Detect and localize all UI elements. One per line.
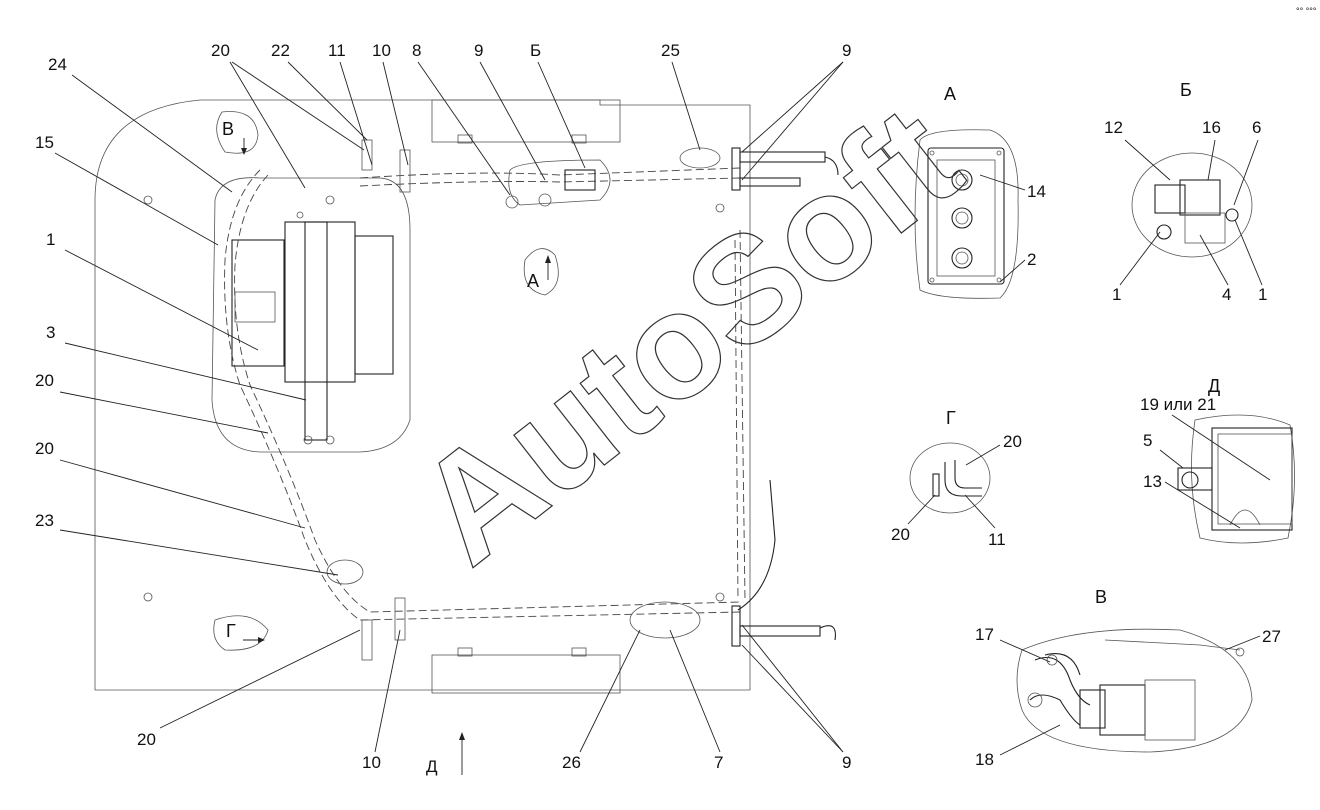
heater-body — [284, 221, 356, 383]
detail-view-d: Д 19 или 21 5 13 — [1140, 376, 1295, 544]
svg-text:AutoSoft: AutoSoft — [386, 73, 988, 595]
detail-g-title: Г — [946, 408, 956, 428]
detail-b-label-12: 12 — [1104, 118, 1123, 137]
callout-9-top-right: 9 — [842, 41, 851, 60]
view-marker-a: А — [527, 271, 539, 291]
detail-view-a: А 14 2 — [914, 84, 1046, 299]
detail-a-title: А — [944, 84, 956, 104]
callout-23: 23 — [35, 511, 54, 530]
callout-7: 7 — [714, 753, 723, 772]
hose-bundle — [224, 167, 746, 621]
hose-line-right — [737, 479, 776, 611]
view-marker-v-outline — [216, 111, 259, 154]
bottom-plate — [431, 654, 621, 694]
detail-b-title: Б — [1180, 80, 1192, 100]
callout-20-left: 20 — [35, 371, 54, 390]
callout-15: 15 — [35, 133, 54, 152]
callout-26: 26 — [562, 753, 581, 772]
detail-g-label-11: 11 — [988, 530, 1006, 549]
callout-20-left-2: 20 — [35, 439, 54, 458]
callout-8: 8 — [412, 41, 421, 60]
detail-d-label-5: 5 — [1143, 431, 1152, 450]
detail-view-v: В 17 27 18 — [975, 587, 1281, 769]
callout-20-bottom-left: 20 — [137, 730, 156, 749]
detail-v-label-17: 17 — [975, 625, 994, 644]
callout-24: 24 — [48, 55, 67, 74]
detail-d-label-19-or-21: 19 или 21 — [1140, 395, 1216, 414]
detail-view-g: Г 20 20 11 — [891, 408, 1022, 549]
callout-20: 20 — [211, 41, 230, 60]
detail-v-label-27: 27 — [1262, 627, 1281, 646]
detail-b-label-16: 16 — [1202, 118, 1221, 137]
callout-b: Б — [530, 41, 541, 60]
callout-25: 25 — [661, 41, 680, 60]
detail-d-title: Д — [1208, 376, 1220, 396]
floor-panel-outline — [94, 99, 751, 691]
callout-9: 9 — [474, 41, 483, 60]
view-marker-g: Г — [226, 621, 236, 641]
heater-duct — [304, 221, 328, 441]
detail-v-title: В — [1095, 587, 1107, 607]
callout-22: 22 — [271, 41, 290, 60]
detail-g-label-20-left: 20 — [891, 525, 910, 544]
detail-b-label-4: 4 — [1222, 285, 1231, 304]
callout-3: 3 — [46, 323, 55, 342]
detail-v-label-18: 18 — [975, 750, 994, 769]
callout-d: Д — [426, 757, 438, 776]
callouts: 24 20 22 11 10 8 9 Б 25 9 15 1 3 20 20 2… — [35, 41, 851, 776]
view-marker-v: В — [222, 119, 234, 139]
callout-9-bottom: 9 — [842, 753, 851, 772]
callout-10: 10 — [372, 41, 391, 60]
callout-11: 11 — [328, 41, 346, 60]
detail-view-b: Б 12 16 6 1 4 1 — [1104, 80, 1267, 304]
detail-a-label-14: 14 — [1027, 182, 1046, 201]
corner-mark: °° °°° — [1296, 6, 1317, 16]
detail-d-label-13: 13 — [1143, 472, 1162, 491]
heater-contour — [211, 177, 411, 453]
main-view: В А Г — [94, 99, 839, 775]
detail-a-label-2: 2 — [1027, 250, 1036, 269]
watermark: AutoSoft — [386, 72, 990, 595]
top-plate — [431, 99, 621, 143]
callout-10-bottom: 10 — [362, 753, 381, 772]
detail-b-label-6: 6 — [1252, 118, 1261, 137]
callout-1: 1 — [46, 230, 55, 249]
detail-g-label-20-top: 20 — [1003, 432, 1022, 451]
detail-b-label-1: 1 — [1112, 285, 1121, 304]
detail-b-label-1-right: 1 — [1258, 285, 1267, 304]
control-panel — [927, 147, 1005, 285]
